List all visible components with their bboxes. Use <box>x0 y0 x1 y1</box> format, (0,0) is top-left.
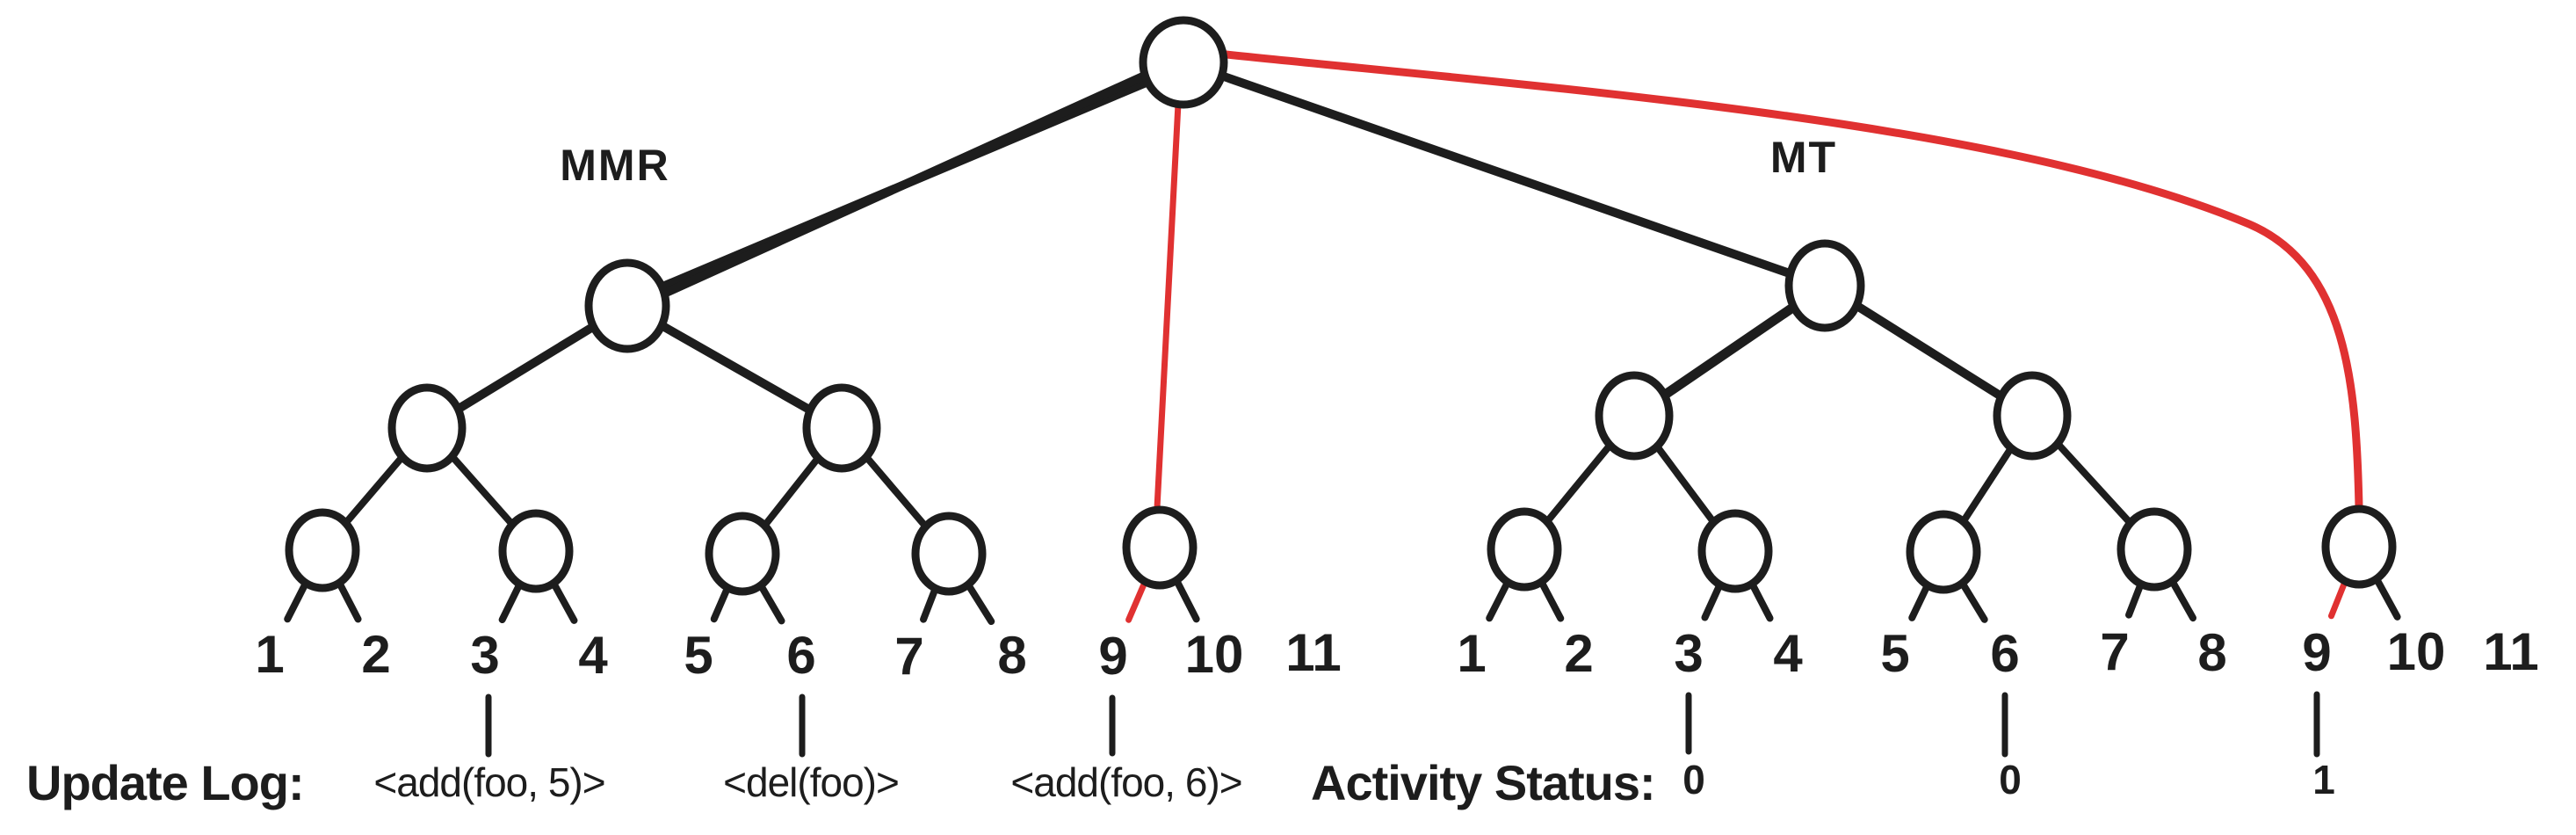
mmr-internal-node-p910 <box>1122 505 1198 590</box>
edge-tr-t78 <box>2053 439 2134 527</box>
edge-tr-t56 <box>1959 444 2015 526</box>
mt-internal-node-t34 <box>1697 509 1773 593</box>
mmr-leaf-label-11: 11 <box>1285 623 1341 682</box>
highlight-link-root-to-mmr-peak9 <box>1154 100 1182 512</box>
edge-t910-R10 <box>2372 575 2401 621</box>
mmr-internal-node-p78 <box>911 512 987 596</box>
mt-internal-node-t56 <box>1906 510 1981 594</box>
edge-t1-tl <box>1659 301 1799 401</box>
nodes-layer <box>285 16 2397 596</box>
mmr-leaf-label-6: 6 <box>786 626 815 685</box>
edge-t78-R8 <box>2168 577 2197 622</box>
mmr-internal-node-p12 <box>285 508 360 592</box>
edge-p34-L4 <box>550 579 578 624</box>
mt-tree-label: MT <box>1770 133 1837 182</box>
mt-internal-node-tl <box>1595 371 1674 461</box>
edge-p56-L6 <box>756 581 785 625</box>
highlight-edge-p910-L9 <box>1125 578 1148 623</box>
edge-tl-t34 <box>1653 442 1718 526</box>
edge-root-t1 <box>1217 71 1795 279</box>
activity-status-value-0: 0 <box>1682 757 1705 802</box>
edge-p78-L7 <box>920 584 939 623</box>
mmr-leaf-label-10: 10 <box>1185 625 1244 684</box>
mmr-internal-node-p56 <box>705 512 780 596</box>
mt-leaf-label-5: 5 <box>1880 624 1909 683</box>
edge-a-p12 <box>342 453 406 527</box>
activity-status-label: Activity Status: <box>1311 755 1655 810</box>
mmr-leaf-label-2: 2 <box>361 625 390 684</box>
mmr-internal-node-m1 <box>584 258 670 353</box>
edge-a-p34 <box>448 453 517 528</box>
update-log-entry-0: <add(foo, 5)> <box>373 759 604 805</box>
mt-leaf-label-4: 4 <box>1773 624 1803 683</box>
mt-leaf-label-1: 1 <box>1457 624 1486 683</box>
edge-tl-t12 <box>1543 441 1614 526</box>
root-node-root <box>1139 16 1228 109</box>
mmr-internal-node-a <box>387 383 467 473</box>
edge-t34-R4 <box>1748 580 1774 622</box>
edge-t78-R7 <box>2125 580 2145 619</box>
activity-status-value-1: 0 <box>1999 757 2022 802</box>
edge-t1-tr <box>1852 301 2006 401</box>
edge-p34-L3 <box>498 580 524 624</box>
mt-internal-node-tr <box>1993 371 2072 461</box>
mmr-internal-node-p34 <box>498 509 574 593</box>
edge-p910-L10 <box>1173 577 1200 623</box>
edge-t12-R2 <box>1538 577 1565 622</box>
edge-t56-R5 <box>1908 581 1931 621</box>
update-log-entry-1: <del(foo)> <box>723 759 899 805</box>
mt-leaf-label-2: 2 <box>1564 624 1593 683</box>
mt-internal-node-t910 <box>2321 505 2397 589</box>
mmr-leaf-label-3: 3 <box>470 626 499 685</box>
mt-internal-node-t12 <box>1487 507 1562 592</box>
edge-p56-L5 <box>710 584 732 623</box>
mt-internal-node-t1 <box>1784 239 1865 332</box>
edge-b-p78 <box>863 453 930 531</box>
highlight-link-root-to-mt-peak9 <box>1222 50 2363 512</box>
mmr-leaf-label-7: 7 <box>894 627 923 686</box>
edge-t56-R6 <box>1958 579 1988 623</box>
mmr-leaf-label-4: 4 <box>578 626 608 685</box>
edge-m1-a <box>453 322 598 414</box>
activity-status-value-2: 1 <box>2312 757 2335 802</box>
mt-leaf-label-10: 10 <box>2387 622 2446 681</box>
mt-leaf-label-6: 6 <box>1990 624 2019 683</box>
mt-leaf-label-11: 11 <box>2483 622 2538 681</box>
highlight-edge-t910-R9 <box>2327 577 2348 620</box>
mmr-tree-label: MMR <box>560 141 669 190</box>
edge-m1-b <box>657 321 815 415</box>
update-log-label: Update Log: <box>26 755 304 810</box>
highlight-layer <box>1125 50 2363 623</box>
mt-leaf-label-7: 7 <box>2100 622 2129 681</box>
edges-layer <box>284 70 2401 758</box>
edge-p12-L2 <box>336 579 362 623</box>
mt-leaf-label-3: 3 <box>1674 624 1703 683</box>
mmr-leaf-label-1: 1 <box>255 625 284 684</box>
edge-t12-R1 <box>1486 578 1512 622</box>
edge-t34-R3 <box>1701 581 1724 621</box>
mmr-internal-node-b <box>802 383 881 473</box>
mmr-leaf-label-8: 8 <box>997 626 1026 685</box>
update-log-entry-2: <add(foo, 6)> <box>1010 759 1241 805</box>
edge-p12-L1 <box>284 579 310 623</box>
mt-leaf-label-8: 8 <box>2197 623 2226 682</box>
edge-root-m1 <box>660 70 1149 298</box>
mt-leaf-label-9: 9 <box>2302 623 2331 682</box>
mmr-leaf-label-9: 9 <box>1098 627 1127 686</box>
mt-internal-node-t78 <box>2117 507 2192 592</box>
mmr-leaf-label-5: 5 <box>684 626 713 685</box>
edge-b-p56 <box>761 454 822 529</box>
edge-p78-L8 <box>964 581 995 626</box>
